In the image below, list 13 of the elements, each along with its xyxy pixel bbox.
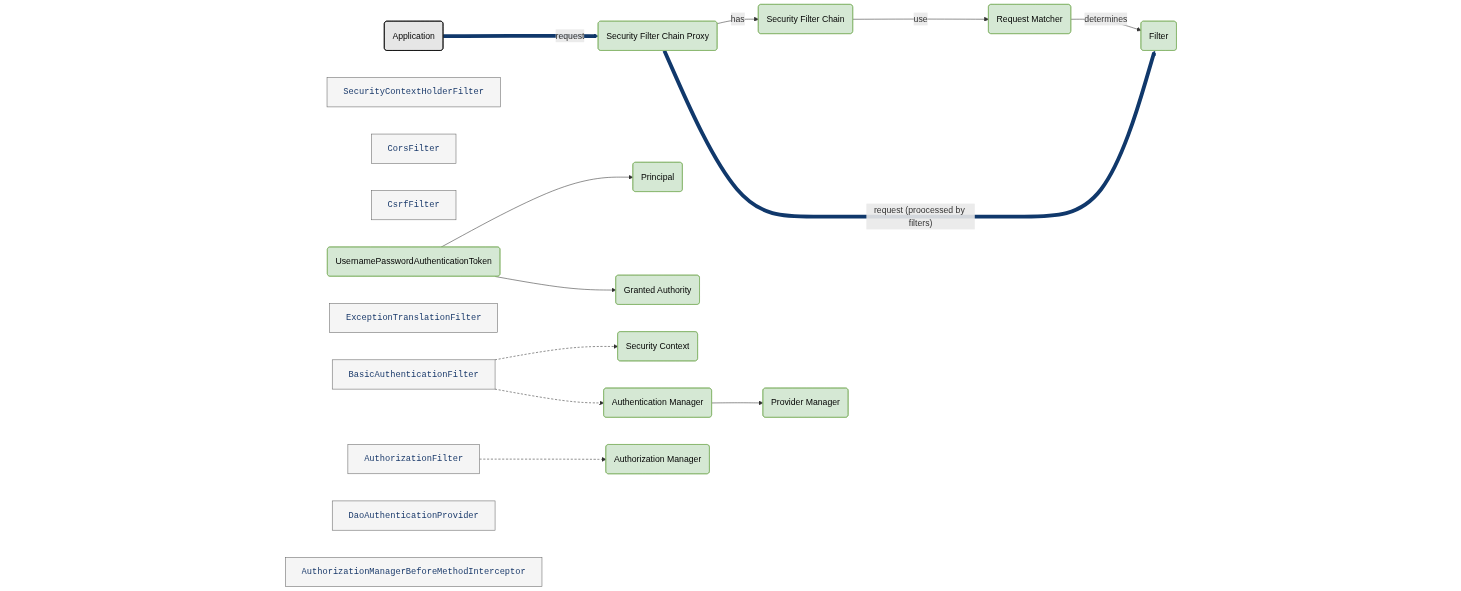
node-box: BasicAuthenticationFilter	[331, 359, 495, 390]
node-box: SecurityContextHolderFilter	[326, 77, 501, 108]
edge-label: use	[913, 14, 928, 24]
node-box: ExceptionTranslationFilter	[328, 303, 498, 333]
node-box: AuthorizationFilter	[347, 444, 480, 475]
edge-label: has	[730, 14, 745, 24]
node-box: CsrfFilter	[370, 190, 456, 221]
edge-label: determines	[1083, 14, 1127, 24]
edge-label: request	[555, 30, 585, 41]
node-box: DaoAuthenticationProvider	[331, 500, 495, 531]
node-box: CorsFilter	[370, 133, 456, 164]
edge-label: request (proocessed by filters)	[873, 205, 965, 228]
node-box: AuthorizationManagerBeforeMethodInterceptor	[284, 557, 542, 587]
